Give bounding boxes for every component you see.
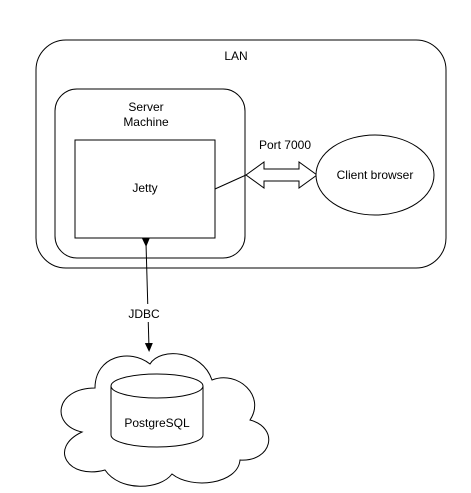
server-machine-label-line2: Machine [123,115,169,129]
server-machine-label-line1: Server [128,100,163,114]
jdbc-label-background [124,304,164,322]
client-browser-node [315,134,435,216]
jdbc-label: JDBC [128,307,160,321]
jetty-connector-line [214,174,247,190]
port-label: Port 7000 [259,138,311,152]
lan-label: LAN [224,49,247,63]
database-cylinder-top [110,373,204,399]
client-browser-label: Client browser [337,168,414,182]
database-cylinder-body [110,386,204,448]
jetty-label: Jetty [132,181,157,195]
jdbc-arrow [141,237,153,352]
database-label: PostgreSQL [124,416,190,430]
